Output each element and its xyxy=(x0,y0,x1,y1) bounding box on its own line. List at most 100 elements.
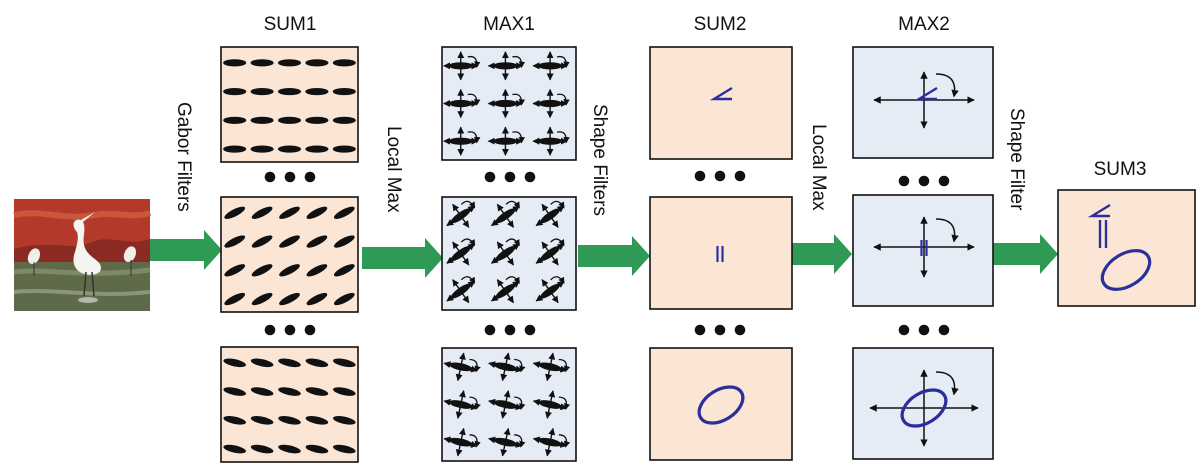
ellipsis-dots-icon xyxy=(694,324,746,336)
pooling-unit xyxy=(490,238,520,266)
max2-box-2 xyxy=(852,194,994,307)
rotate-arrow-icon xyxy=(935,371,959,396)
gabor-ellipse xyxy=(305,145,329,153)
angle-shape-icon xyxy=(914,86,938,101)
rotate-arrow-icon xyxy=(556,93,570,106)
pooling-unit xyxy=(532,126,570,156)
rotate-arrow-icon xyxy=(469,358,481,373)
rotate-arrow-icon xyxy=(556,55,570,69)
pooling-unit xyxy=(443,126,481,156)
arrow-label-local-max-2: Local Max xyxy=(808,124,829,211)
gabor-ellipse xyxy=(333,235,355,248)
gabor-ellipse xyxy=(305,387,329,396)
rotate-arrow-icon xyxy=(558,396,571,411)
arrow-label-shape-filters: Shape Filters xyxy=(589,104,610,216)
pooling-unit xyxy=(446,200,476,228)
ellipse-shape-icon xyxy=(900,388,948,428)
green-flow-arrow-5 xyxy=(992,234,1058,274)
parallel-lines-icon xyxy=(1098,220,1108,248)
gabor-ellipse xyxy=(224,264,246,277)
rotate-arrow-icon xyxy=(514,358,526,373)
gabor-ellipse xyxy=(495,246,516,261)
gabor-ellipse xyxy=(277,145,302,153)
rotate-arrow-icon xyxy=(935,218,959,243)
rotate-arrow-icon xyxy=(558,358,571,373)
gabor-ellipse xyxy=(493,62,518,70)
rotate-arrow-icon xyxy=(935,73,959,98)
pooling-unit xyxy=(443,352,481,382)
gabor-ellipse xyxy=(251,292,273,306)
ellipsis-dots-icon xyxy=(898,175,950,187)
column-title-max1: MAX1 xyxy=(483,14,535,35)
gabor-ellipse xyxy=(448,137,473,145)
rotate-arrow-icon xyxy=(556,131,570,144)
gabor-ellipse xyxy=(305,116,329,124)
gabor-ellipse xyxy=(279,292,300,306)
gabor-ellipse xyxy=(448,362,473,372)
green-flow-arrow-2 xyxy=(362,238,443,278)
gabor-ellipse xyxy=(305,444,329,454)
gabor-ellipse xyxy=(495,283,516,299)
gabor-ellipse xyxy=(448,400,473,409)
gabor-ellipse xyxy=(279,235,300,248)
gabor-ellipse xyxy=(224,235,246,248)
gabor-ellipse xyxy=(224,206,246,219)
gabor-ellipse xyxy=(448,99,473,108)
column-title-sum1: SUM1 xyxy=(264,14,317,35)
rotate-arrow-icon xyxy=(505,276,520,284)
gabor-ellipse xyxy=(278,444,301,454)
gabor-ellipse xyxy=(333,387,356,396)
gabor-ellipse xyxy=(278,387,301,396)
sum2-box-2 xyxy=(649,196,793,310)
pooling-unit xyxy=(532,352,571,382)
max2-box-3 xyxy=(852,347,994,460)
pooling-unit xyxy=(487,51,526,81)
pooling-unit xyxy=(487,88,526,119)
gabor-ellipse xyxy=(306,264,328,277)
gabor-ellipse xyxy=(223,358,246,368)
angle-shape-icon xyxy=(709,86,733,101)
gabor-ellipse xyxy=(332,59,356,67)
pooling-unit xyxy=(490,276,520,304)
gabor-ellipse xyxy=(277,116,302,124)
gabor-ellipse xyxy=(538,437,562,447)
pooling-unit xyxy=(443,390,481,419)
pooling-unit xyxy=(532,88,570,119)
gabor-ellipse xyxy=(538,137,563,145)
pooling-unit xyxy=(488,390,526,419)
ellipsis-dots-icon xyxy=(898,324,950,336)
gabor-ellipse xyxy=(493,400,518,409)
pooling-unit xyxy=(532,390,571,419)
gabor-ellipse xyxy=(305,358,329,368)
gabor-ellipse xyxy=(306,206,328,219)
gabor-ellipse xyxy=(450,208,471,224)
gabor-ellipse xyxy=(279,264,300,277)
gabor-ellipse xyxy=(223,59,247,67)
gabor-ellipse xyxy=(540,283,561,299)
pooling-unit xyxy=(535,276,565,304)
gabor-ellipse xyxy=(250,387,274,396)
rotate-arrow-icon xyxy=(469,396,481,411)
gabor-ellipse xyxy=(250,416,274,425)
gabor-ellipse xyxy=(450,246,471,261)
rotate-arrow-icon xyxy=(550,238,565,247)
sum2-box-1 xyxy=(649,46,793,160)
gabor-ellipse xyxy=(250,444,274,454)
gabor-ellipse xyxy=(223,87,247,96)
pooling-unit xyxy=(532,427,571,457)
angle-shape-icon xyxy=(1087,203,1111,218)
arrow-label-shape-filter: Shape Filter xyxy=(1006,108,1027,211)
gabor-ellipse xyxy=(540,208,561,224)
input-image xyxy=(13,199,152,311)
gabor-ellipse xyxy=(305,59,329,67)
pooling-unit xyxy=(487,126,526,156)
ellipse-shape-icon xyxy=(697,385,745,425)
gabor-ellipse xyxy=(250,358,274,368)
rotate-arrow-icon xyxy=(512,55,526,69)
gabor-ellipse xyxy=(306,292,328,306)
pooling-unit xyxy=(535,238,565,266)
gabor-ellipse xyxy=(448,62,473,70)
gabor-ellipse xyxy=(448,437,473,447)
gabor-ellipse xyxy=(306,235,328,248)
gabor-ellipse xyxy=(333,264,355,277)
